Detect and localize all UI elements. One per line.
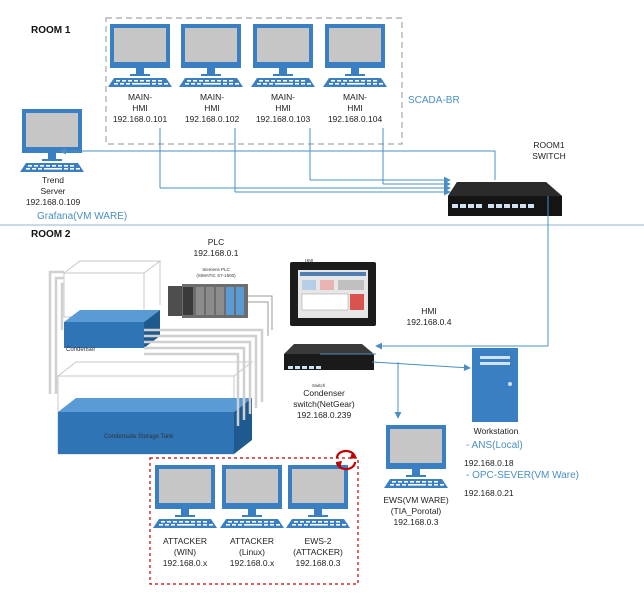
attacker-linux-line1: ATTACKER: [229, 536, 275, 546]
hmi-device-caption: HMI: [305, 258, 314, 263]
condenser-switch-ip: 192.168.0.239: [296, 410, 352, 420]
ews-ip: 192.168.0.3: [393, 517, 439, 527]
condenser-switch-icon: [284, 344, 374, 370]
main-hmi-101-computer-icon: [108, 24, 172, 87]
condenser-tank-graphic: [62, 260, 162, 348]
workstation-item-opc: - OPC-SEVER(VM Ware): [466, 470, 579, 481]
main-hmi-line2: HMI: [204, 103, 220, 113]
sync-arrows-icon: [335, 449, 357, 471]
storage-tank-tag: Condensate Storage Tank: [104, 434, 174, 440]
main-hmi-ip: 192.168.0.104: [327, 114, 383, 124]
ews-line2: (TIA_Porotal): [390, 506, 442, 516]
attacker-group-box: [149, 457, 359, 585]
ews-label: EWS(VM WARE) (TIA_Porotal) 192.168.0.3: [376, 495, 456, 528]
main-hmi-label: MAIN- HMI 192.168.0.103: [251, 92, 315, 125]
ews2-attacker-computer-icon: [286, 465, 350, 528]
room1-switch-label: ROOM1 SWITCH: [522, 140, 576, 162]
plc-device-icon: [168, 284, 248, 318]
room1-title: ROOM 1: [31, 25, 71, 36]
ews2-attacker-line2: (ATTACKER): [293, 547, 343, 557]
plc-label: PLC 192.168.0.1: [184, 237, 248, 259]
main-hmi-line1: MAIN-: [127, 92, 153, 102]
trend-server-note: Grafana(VM WARE): [37, 211, 128, 222]
workstation-item-ans: - ANS(Local): [466, 440, 523, 451]
main-hmi-104-computer-icon: [323, 24, 387, 87]
plc-line2: 192.168.0.1: [193, 248, 239, 258]
trend-server-label: Trend Server 192.168.0.109: [20, 175, 86, 208]
room2-wiring: [320, 353, 471, 419]
trend-server-line2: Server: [40, 186, 66, 196]
workstation-title: Workstation: [473, 426, 519, 436]
workstation-ip-ans: 192.168.0.18: [464, 458, 514, 468]
ews2-attacker-line1: EWS-2: [304, 536, 332, 546]
condenser-tag: Condenser: [66, 347, 96, 353]
trend-server-computer-icon: [20, 109, 84, 172]
pipes-graphic: [48, 270, 264, 426]
attacker-linux-label: ATTACKER (Linux) 192.168.0.x: [219, 536, 285, 569]
main-hmi-102-computer-icon: [179, 24, 243, 87]
attacker-win-label: ATTACKER (WIN) 192.168.0.x: [152, 536, 218, 569]
main-hmi-line2: HMI: [275, 103, 291, 113]
attacker-win-computer-icon: [153, 465, 217, 528]
condenser-switch-label: Condenser switch(NetGear) 192.168.0.239: [284, 388, 364, 421]
main-hmi-ip: 192.168.0.103: [255, 114, 311, 124]
room1-wiring: [59, 128, 549, 350]
hmi-line1: HMI: [421, 306, 437, 316]
attacker-linux-computer-icon: [220, 465, 284, 528]
scada-group-label: SCADA-BR: [408, 95, 460, 106]
plc-cables: [248, 295, 273, 336]
main-hmi-line1: MAIN-: [199, 92, 225, 102]
main-hmi-line1: MAIN-: [342, 92, 368, 102]
attacker-win-line1: ATTACKER: [162, 536, 208, 546]
main-hmi-line1: MAIN-: [270, 92, 296, 102]
attacker-win-ip: 192.168.0.x: [162, 558, 208, 568]
main-hmi-ip: 192.168.0.102: [184, 114, 240, 124]
attacker-linux-ip: 192.168.0.x: [229, 558, 275, 568]
attacker-linux-line2: (Linux): [239, 547, 265, 557]
room1-switch-icon: [448, 182, 562, 216]
plc-device-line2: (SIMATIC S7-1500): [196, 273, 236, 278]
hmi-label: HMI 192.168.0.4: [402, 306, 456, 328]
scada-group-box: [105, 17, 403, 145]
ews-computer-icon: [384, 425, 448, 488]
ews2-attacker-ip: 192.168.0.3: [295, 558, 341, 568]
hmi-line2: 192.168.0.4: [406, 317, 452, 327]
condenser-switch-line2: switch(NetGear): [293, 399, 355, 409]
main-hmi-ip: 192.168.0.101: [112, 114, 168, 124]
plc-device-line1: Siemens PLC: [202, 267, 230, 272]
main-hmi-line2: HMI: [347, 103, 363, 113]
condenser-switch-line1: Condenser: [303, 388, 345, 398]
main-hmi-label: MAIN- HMI 192.168.0.104: [323, 92, 387, 125]
plc-device-caption: Siemens PLC (SIMATIC S7-1500): [180, 267, 252, 279]
workstation-ip-opc: 192.168.0.21: [464, 488, 514, 498]
ews2-attacker-label: EWS-2 (ATTACKER) 192.168.0.3: [285, 536, 351, 569]
main-hmi-103-computer-icon: [251, 24, 315, 87]
room1-switch-line1: ROOM1: [533, 140, 565, 150]
room1-switch-line2: SWITCH: [532, 151, 566, 161]
hmi-panel-icon: [290, 262, 376, 326]
main-hmi-label: MAIN- HMI 192.168.0.101: [108, 92, 172, 125]
workstation-tower-icon: [472, 348, 518, 422]
main-hmi-label: MAIN- HMI 192.168.0.102: [180, 92, 244, 125]
switch-device-caption: Switch: [312, 383, 326, 388]
trend-server-ip: 192.168.0.109: [25, 197, 81, 207]
attacker-win-line2: (WIN): [173, 547, 197, 557]
trend-server-line1: Trend: [42, 175, 64, 185]
main-hmi-line2: HMI: [132, 103, 148, 113]
room2-title: ROOM 2: [31, 229, 71, 240]
ews-line1: EWS(VM WARE): [383, 495, 449, 505]
plc-line1: PLC: [207, 237, 225, 247]
